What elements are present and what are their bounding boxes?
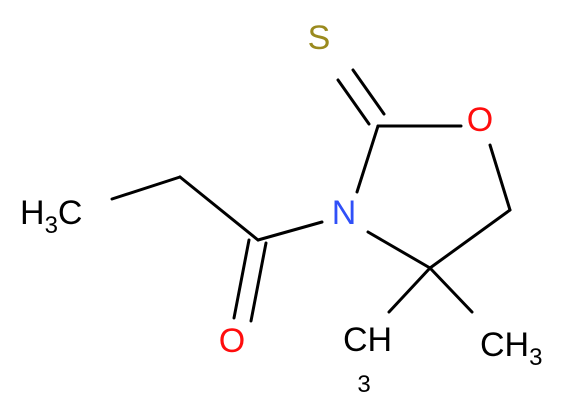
methyl-bottom-ch: CH [343,321,392,359]
bonds [110,68,512,323]
methyl-right-ch: CH [480,326,529,364]
methyl-left-c: C [58,194,83,232]
atom-ring-oxygen: O [467,101,493,139]
atom-carbonyl-oxygen: O [219,322,245,360]
bond-thione-double-1 [336,78,371,126]
bond-ch2-carbonyl-carbon [178,175,260,242]
methyl-bottom-subscript: 3 [357,371,370,398]
bond-c4-nitrogen [366,230,432,270]
methyl-group-left: H3C [20,194,82,239]
methyl-group-right: CH3 [480,326,542,371]
bond-carbonyl-double-1 [232,238,251,320]
bond-c4-methyl-bottom [387,266,432,314]
methyl-left-h: H [20,194,45,232]
bond-thione-double-2 [351,68,386,116]
bond-c5-c4 [428,208,512,270]
bond-nitrogen-c2 [355,124,380,194]
bond-methyl-ch2 [110,175,182,201]
bond-carbonyl-double-2 [249,241,268,323]
methyl-right-subscript: 3 [529,344,542,371]
atom-sulfur: S [308,19,331,57]
bond-c4-methyl-right [428,266,474,314]
methyl-left-subscript: 3 [45,212,58,239]
methyl-group-bottom: CH [343,321,392,359]
atom-labels: S O N O H3C CH 3 CH3 [20,19,542,398]
atom-nitrogen: N [332,194,357,232]
bond-carbonyl-carbon-nitrogen [256,220,324,242]
bond-ring-oxygen-c5 [488,143,512,212]
